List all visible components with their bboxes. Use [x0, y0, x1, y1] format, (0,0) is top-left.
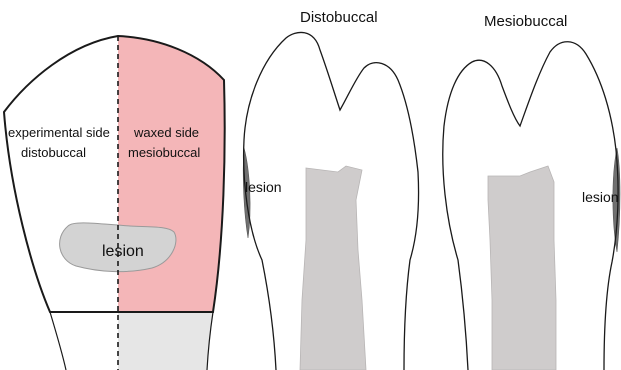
mesiobuccal-side-label: mesiobuccal	[128, 145, 200, 160]
distobuccal-panel: Distobuccal lesion	[243, 9, 418, 370]
mesiobuccal-panel: Mesiobuccal lesion	[443, 13, 620, 370]
occlusal-view-panel: experimental side distobuccal waxed side…	[4, 36, 225, 370]
distobuccal-side-label: distobuccal	[21, 145, 86, 160]
distobuccal-title: Distobuccal	[300, 9, 378, 26]
mesiobuccal-title: Mesiobuccal	[484, 13, 567, 30]
mesiobuccal-pulp	[488, 166, 556, 370]
distobuccal-pulp	[300, 166, 366, 370]
experimental-side-label: experimental side	[8, 125, 110, 140]
waxed-side-label: waxed side	[133, 125, 199, 140]
mesiobuccal-lesion-label: lesion	[582, 189, 619, 205]
root-waxed-portion	[118, 312, 213, 370]
distobuccal-lesion-label: lesion	[245, 179, 282, 195]
occlusal-lesion-label: lesion	[102, 243, 144, 260]
